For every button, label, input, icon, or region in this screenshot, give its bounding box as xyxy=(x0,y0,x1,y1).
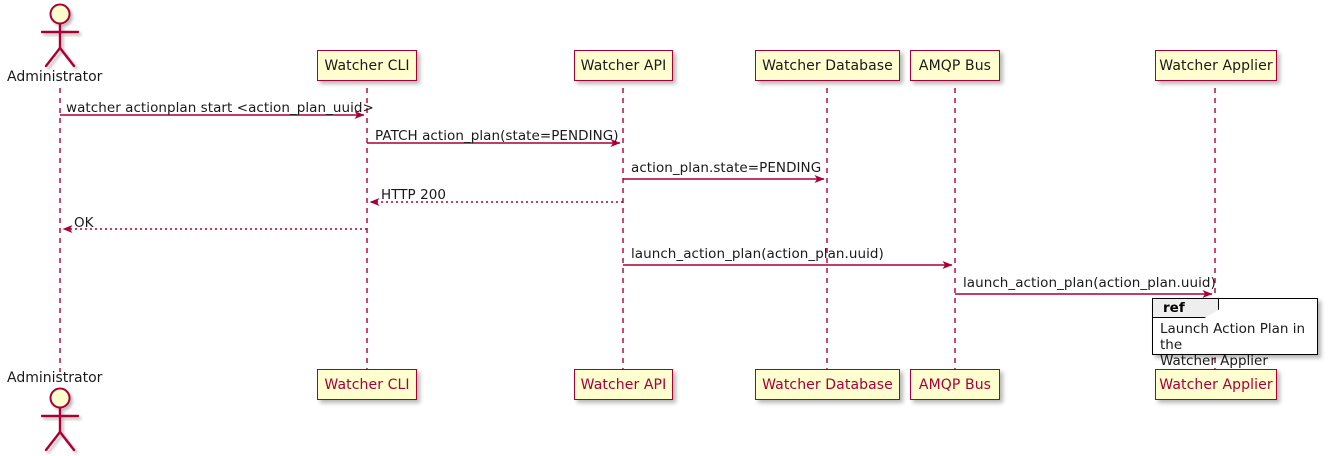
ref-fragment: ref Launch Action Plan in the Watcher Ap… xyxy=(1152,298,1318,369)
participant-box-amqp-bus-bottom[interactable]: AMQP Bus xyxy=(910,369,1000,400)
actor-figure-bottom xyxy=(40,387,80,452)
participant-label-watcher-api-bottom: Watcher API xyxy=(580,376,667,393)
actor-figure-top xyxy=(40,3,80,68)
message-arrows xyxy=(60,111,1213,298)
participant-label-watcher-applier-top: Watcher Applier xyxy=(1159,57,1273,74)
message-label-3: action_plan.state=PENDING xyxy=(631,160,822,176)
ref-fragment-tab-label: ref xyxy=(1163,300,1185,316)
participant-box-watcher-api-top[interactable]: Watcher API xyxy=(574,50,673,81)
participant-label-amqp-bus-top: AMQP Bus xyxy=(918,57,992,74)
participant-box-watcher-cli-bottom[interactable]: Watcher CLI xyxy=(317,369,417,400)
participant-label-watcher-api-top: Watcher API xyxy=(580,57,667,74)
message-label-2: PATCH action_plan(state=PENDING) xyxy=(375,128,619,144)
participant-box-amqp-bus-top[interactable]: AMQP Bus xyxy=(910,50,1000,81)
ref-fragment-line-2: Watcher Applier xyxy=(1160,353,1268,369)
lifelines xyxy=(59,88,1216,372)
message-label-4: HTTP 200 xyxy=(381,187,447,203)
participant-box-watcher-applier-bottom[interactable]: Watcher Applier xyxy=(1155,369,1277,400)
participant-label-watcher-database-bottom: Watcher Database xyxy=(762,376,893,393)
ref-fragment-line-1: Launch Action Plan in the xyxy=(1160,321,1306,353)
participant-box-watcher-database-top[interactable]: Watcher Database xyxy=(755,50,900,81)
participant-box-watcher-database-bottom[interactable]: Watcher Database xyxy=(755,369,900,400)
participant-box-watcher-applier-top[interactable]: Watcher Applier xyxy=(1155,50,1277,81)
message-label-1: watcher actionplan start <action_plan_uu… xyxy=(66,100,374,116)
participant-label-watcher-cli-top: Watcher CLI xyxy=(324,57,410,74)
participant-box-watcher-api-bottom[interactable]: Watcher API xyxy=(574,369,673,400)
participant-box-watcher-cli-top[interactable]: Watcher CLI xyxy=(317,50,417,81)
participant-label-watcher-database-top: Watcher Database xyxy=(762,57,893,74)
participant-label-watcher-applier-bottom: Watcher Applier xyxy=(1159,376,1273,393)
ref-fragment-tab xyxy=(1153,299,1219,318)
participant-label-watcher-cli-bottom: Watcher CLI xyxy=(324,376,410,393)
participant-label-amqp-bus-bottom: AMQP Bus xyxy=(918,376,992,393)
message-label-6: launch_action_plan(action_plan.uuid) xyxy=(631,246,884,262)
ref-fragment-body: Launch Action Plan in the Watcher Applie… xyxy=(1160,321,1313,369)
actor-label-top: Administrator xyxy=(7,69,103,85)
message-label-7: launch_action_plan(action_plan.uuid) xyxy=(963,275,1216,291)
message-label-5: OK xyxy=(74,215,94,231)
actor-label-bottom: Administrator xyxy=(7,370,103,386)
